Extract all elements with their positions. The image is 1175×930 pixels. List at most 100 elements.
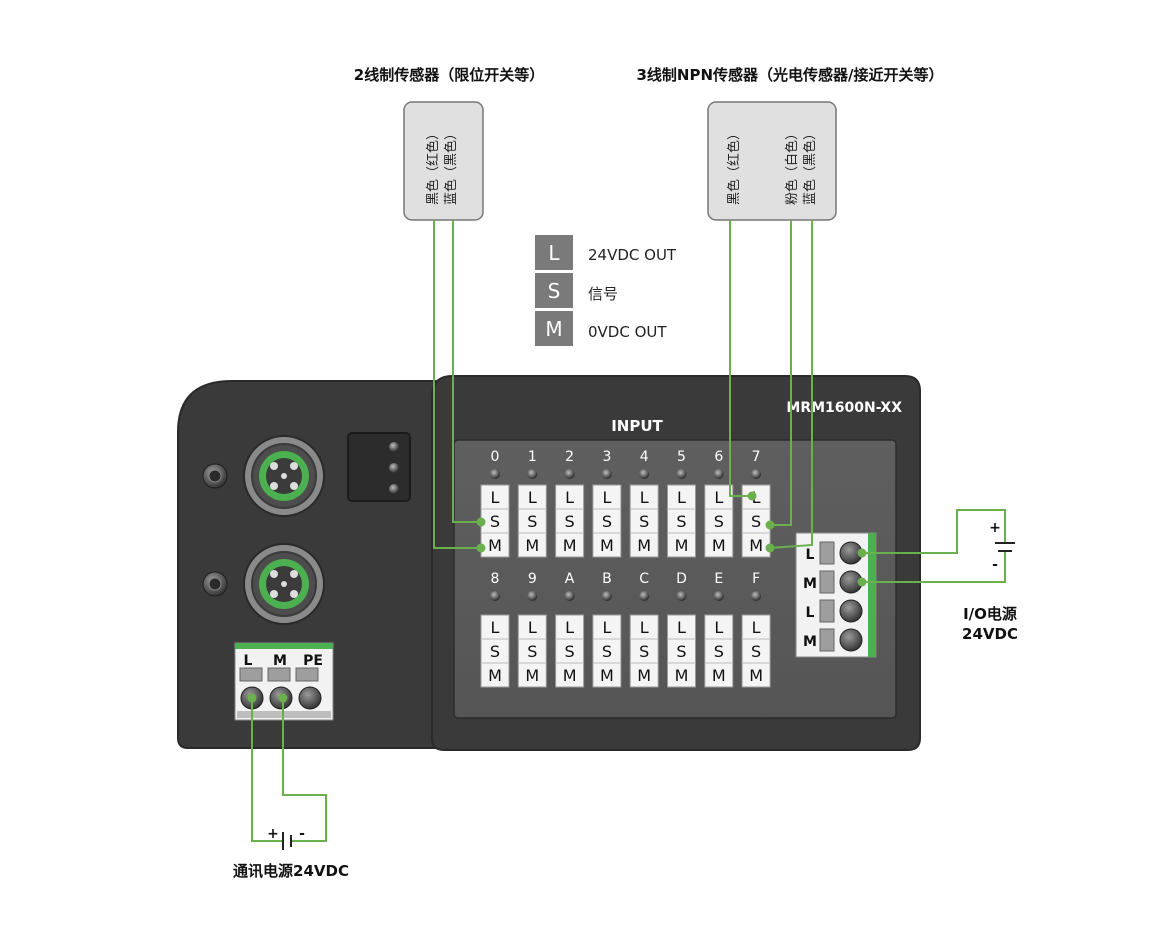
comm-terminal-label-m: M — [273, 653, 287, 669]
terminal-label-l: L — [528, 488, 537, 507]
channel-terminal[interactable] — [741, 614, 771, 688]
terminal-label-s: S — [751, 642, 761, 661]
terminal-label-m: M — [563, 536, 577, 555]
channel-led-icon — [564, 591, 575, 601]
screw-icon — [202, 571, 228, 597]
channel-led-icon — [713, 469, 724, 479]
wire-3wire-black — [729, 220, 752, 497]
wires — [251, 220, 1006, 842]
comm-terminal-label-l: L — [244, 653, 253, 669]
comm-terminal-label-pe: PE — [303, 653, 323, 669]
channel-terminal[interactable] — [629, 484, 659, 558]
wire-io-power-minus — [862, 551, 1006, 583]
terminal-label-s: S — [527, 642, 537, 661]
legend-desc-s: 信号 — [588, 285, 618, 303]
terminal-label-m: M — [525, 536, 539, 555]
channel-label: 3 — [602, 449, 611, 465]
terminal-label-s: S — [676, 642, 686, 661]
module-model: MRM1600N-XX — [786, 400, 902, 416]
channel-label: E — [714, 571, 723, 587]
io-terminal-label-l1: L — [806, 547, 815, 563]
wire-3wire-blue — [769, 220, 813, 549]
channel-led-icon — [527, 469, 538, 479]
terminal-label-m: M — [488, 536, 502, 555]
sensor-3wire-box — [707, 101, 837, 221]
sensor-2wire-box — [403, 101, 484, 221]
legend-desc-l: 24VDC OUT — [588, 246, 677, 264]
channel-terminal[interactable] — [667, 614, 696, 688]
terminal-label-l: L — [565, 618, 574, 637]
terminal-label-s: S — [639, 642, 649, 661]
channel-terminal[interactable] — [592, 614, 622, 688]
io-power-plus: + — [989, 520, 1001, 536]
terminal-label-l: L — [602, 488, 611, 507]
terminal-label-m: M — [675, 536, 689, 555]
m12-connector-icon[interactable] — [243, 435, 325, 517]
io-terminal-label-l2: L — [806, 605, 815, 621]
channel-label: 4 — [640, 449, 649, 465]
terminal-label-m: M — [563, 666, 577, 685]
terminal-label-s: S — [602, 642, 612, 661]
terminal-label-l: L — [714, 618, 723, 637]
legend: L 24VDC OUT S 信号 M 0VDC OUT — [535, 235, 677, 346]
channel-terminal[interactable] — [555, 614, 585, 688]
sensor-3wire-wire-1: 黑色（红色） — [726, 127, 742, 205]
channel-label: 2 — [565, 449, 574, 465]
terminal-label-m: M — [749, 666, 763, 685]
channel-terminal[interactable] — [667, 484, 696, 558]
channel-terminal[interactable] — [480, 614, 510, 688]
channel-led-icon — [527, 591, 538, 601]
sensor-2wire-title: 2线制传感器（限位开关等） — [354, 66, 544, 84]
comm-power-label: 通讯电源24VDC — [233, 862, 349, 880]
terminal-label-l: L — [714, 488, 723, 507]
terminal-label-s: S — [639, 512, 649, 531]
io-power-label-line1: I/O电源 — [963, 605, 1017, 623]
legend-key-l-box — [535, 235, 573, 270]
channel-led-icon — [564, 469, 575, 479]
channel-led-icon — [751, 591, 762, 601]
channel-terminal[interactable] — [517, 484, 547, 558]
sensor-3wire-wire-3: 蓝色（黑色） — [802, 127, 818, 205]
wire-io-power-plus — [862, 509, 1006, 554]
channel-terminal[interactable] — [517, 614, 547, 688]
terminal-label-l: L — [677, 618, 686, 637]
wire-3wire-pink — [770, 220, 792, 526]
channel-label: 0 — [491, 449, 500, 465]
comm-power-plus: + — [267, 826, 279, 842]
terminal-label-m: M — [525, 666, 539, 685]
io-terminal-label-m1: M — [803, 576, 817, 592]
channel-label: 1 — [528, 449, 537, 465]
channel-terminal[interactable] — [704, 484, 734, 558]
channel-led-icon — [601, 591, 612, 601]
channel-label: 5 — [677, 449, 686, 465]
channel-terminal[interactable] — [629, 614, 659, 688]
wire-dots — [247, 491, 867, 703]
terminal-label-s: S — [676, 512, 686, 531]
m12-connector-icon[interactable] — [243, 543, 325, 625]
channel-label: A — [565, 571, 575, 587]
terminal-label-s: S — [565, 512, 575, 531]
channel-led-icon — [676, 469, 687, 479]
terminal-label-m: M — [637, 536, 651, 555]
status-led-block — [347, 432, 411, 502]
wire-comm-power-plus — [251, 698, 283, 842]
channel-terminal[interactable] — [480, 484, 510, 558]
channel-terminal[interactable] — [704, 614, 734, 688]
channel-terminal[interactable] — [555, 484, 585, 558]
terminal-label-l: L — [491, 618, 500, 637]
channel-terminal[interactable] — [592, 484, 622, 558]
sensor-2wire-wire-1: 黑色（红色） — [425, 127, 441, 205]
terminal-label-l: L — [602, 618, 611, 637]
terminal-label-l: L — [752, 618, 761, 637]
terminal-label-m: M — [600, 536, 614, 555]
legend-key-m-box — [535, 311, 573, 346]
io-terminal-label-m2: M — [803, 634, 817, 650]
io-power-terminal[interactable] — [795, 532, 877, 658]
